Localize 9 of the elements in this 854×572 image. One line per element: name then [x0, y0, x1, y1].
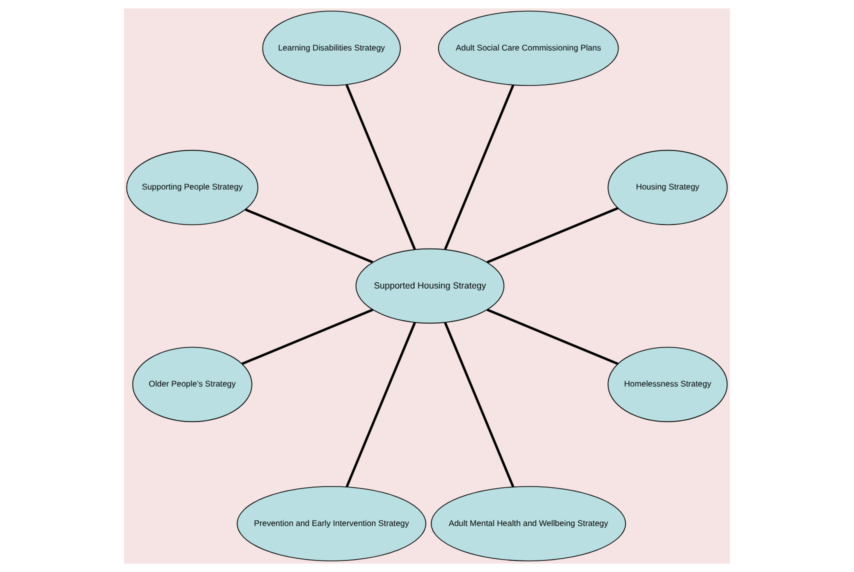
connector [486, 308, 618, 365]
connector [244, 208, 374, 264]
connector [486, 207, 618, 264]
connector [444, 84, 514, 250]
connector [346, 84, 416, 250]
connector [346, 322, 416, 488]
node-ellipse: Supported Housing Strategy [356, 248, 504, 324]
connector [242, 308, 374, 365]
connector [444, 322, 514, 488]
